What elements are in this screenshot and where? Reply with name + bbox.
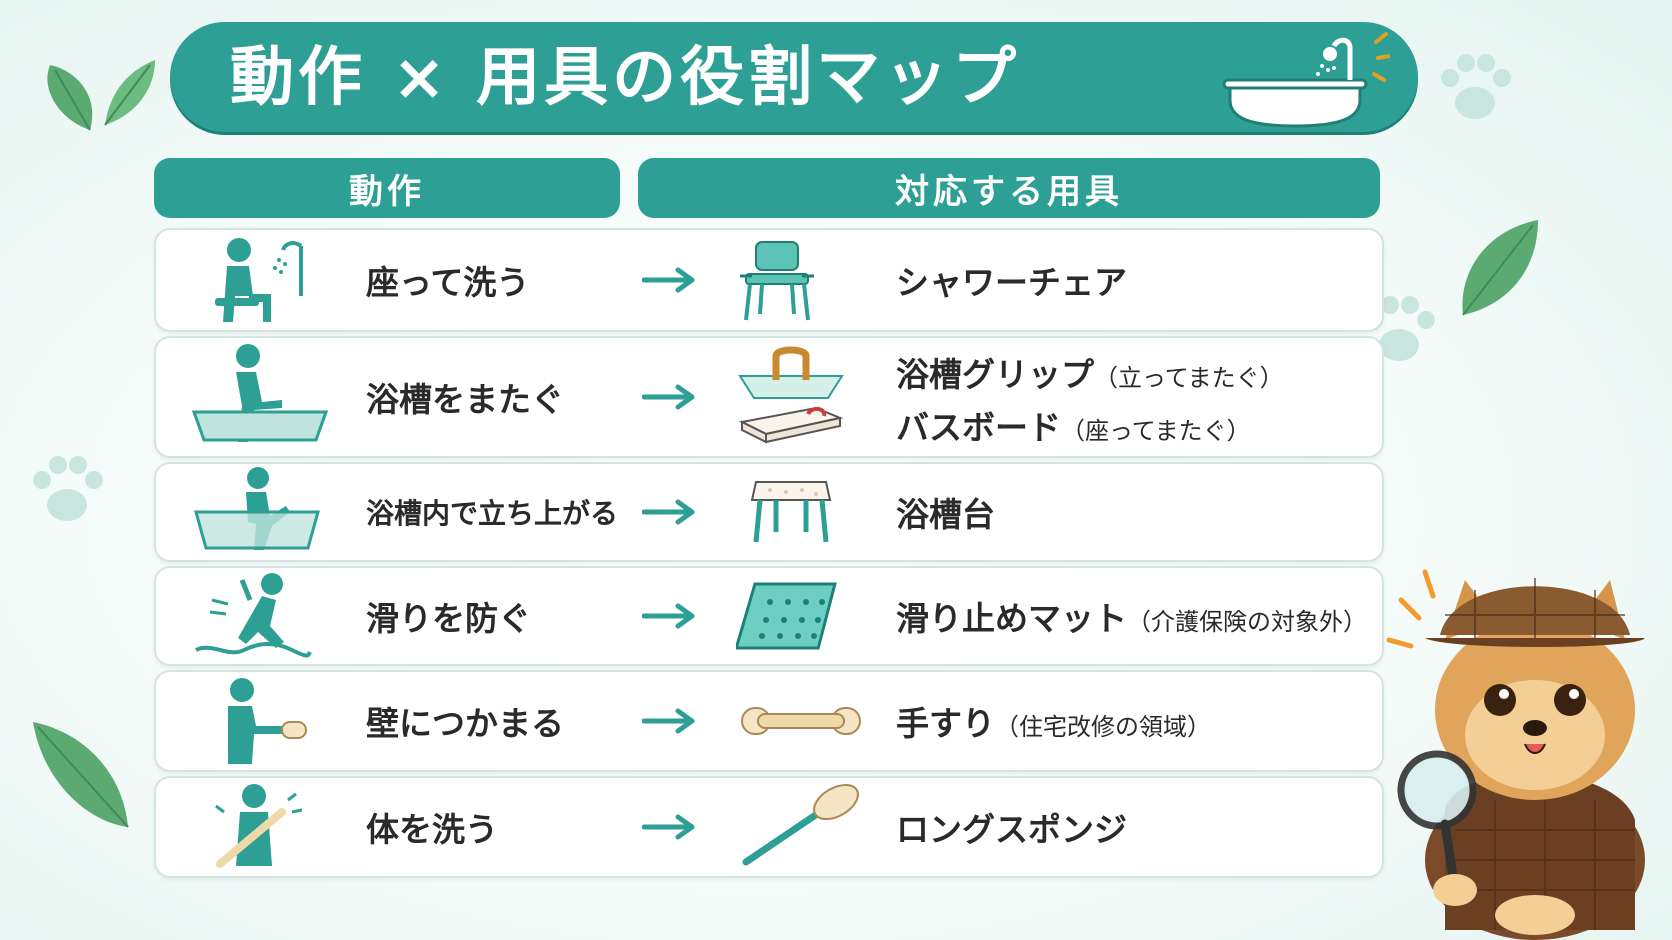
arrow-right-icon <box>642 267 695 293</box>
tool-label: ロングスポンジ <box>896 803 1127 851</box>
leaf-icon <box>1462 220 1538 316</box>
shower-chair-icon <box>740 241 814 321</box>
action-label: 壁につかまる <box>366 704 564 743</box>
tool-label: 手すり（住宅改修の領域） <box>896 697 1211 745</box>
action-label: 体を洗う <box>366 810 498 849</box>
column-header-tool: 対応する用具 <box>638 158 1380 218</box>
table-row: 座って洗う シャワーチェア <box>154 228 1384 332</box>
arrow-right-icon <box>642 708 695 734</box>
sitting-person-icon <box>215 238 303 322</box>
holding-wall-icon <box>228 678 307 764</box>
bath-board-icon <box>738 406 844 444</box>
page-title: 動作 × 用具の役割マップ <box>230 41 1021 115</box>
tool-note: （介護保険の対象外） <box>1127 608 1367 636</box>
non-slip-mat-icon <box>736 582 837 650</box>
table-row: 滑りを防ぐ 滑り止めマット（介護保険の対象外） <box>154 566 1384 666</box>
table-row: 浴槽内で立ち上がる 浴槽台 <box>154 462 1384 562</box>
paw-icon <box>1441 54 1511 119</box>
dog-detective-mascot <box>1386 569 1645 940</box>
tool-label: 滑り止めマット（介護保険の対象外） <box>896 592 1367 640</box>
arrow-right-icon <box>642 384 695 410</box>
action-label: 浴槽をまたぐ <box>366 380 564 419</box>
stepping-over-tub-icon <box>191 344 329 442</box>
standing-in-tub-icon <box>194 467 320 550</box>
tool-label: バスボード（座ってまたぐ） <box>896 401 1251 449</box>
tool-note: （座ってまたぐ） <box>1061 417 1251 445</box>
tool-note: （立ってまたぐ） <box>1094 364 1284 392</box>
bathtub-shower-icon <box>1222 32 1390 128</box>
tool-name: 浴槽グリップ <box>896 355 1094 394</box>
arrow-right-icon <box>642 814 695 840</box>
long-sponge-icon <box>742 783 859 866</box>
handrail-icon <box>741 707 861 735</box>
tool-label: シャワーチェア <box>896 256 1127 304</box>
tool-name: 滑り止めマット <box>896 599 1127 638</box>
tool-label: 浴槽グリップ（立ってまたぐ） <box>896 348 1284 396</box>
action-label: 座って洗う <box>366 263 530 302</box>
arrow-right-icon <box>642 603 695 629</box>
leaf-icon <box>33 722 129 828</box>
tool-label: 浴槽台 <box>896 488 995 536</box>
column-header-action: 動作 <box>154 158 620 218</box>
title-banner <box>170 22 1418 132</box>
tool-name: 手すり <box>896 704 995 743</box>
slipping-person-icon <box>195 573 312 658</box>
washing-body-icon <box>215 784 303 868</box>
tool-note: （住宅改修の領域） <box>995 713 1211 741</box>
table-row: 体を洗う ロングスポンジ <box>154 776 1384 878</box>
table-row: 浴槽をまたぐ 浴槽グリップ（立ってまたぐ） バスボード（座ってまたぐ） <box>154 336 1384 458</box>
tool-name: バスボード <box>896 408 1061 447</box>
tool-name: 浴槽台 <box>896 495 995 534</box>
action-label: 滑りを防ぐ <box>366 599 531 638</box>
tool-name: ロングスポンジ <box>896 810 1127 849</box>
arrow-right-icon <box>642 499 695 525</box>
bath-grip-icon <box>738 346 844 399</box>
leaf-icon <box>47 60 155 131</box>
action-label: 浴槽内で立ち上がる <box>366 497 619 530</box>
bath-stool-icon <box>750 481 832 543</box>
tool-name: シャワーチェア <box>896 263 1127 302</box>
table-row: 壁につかまる 手すり（住宅改修の領域） <box>154 670 1384 772</box>
paw-icon <box>33 456 103 521</box>
